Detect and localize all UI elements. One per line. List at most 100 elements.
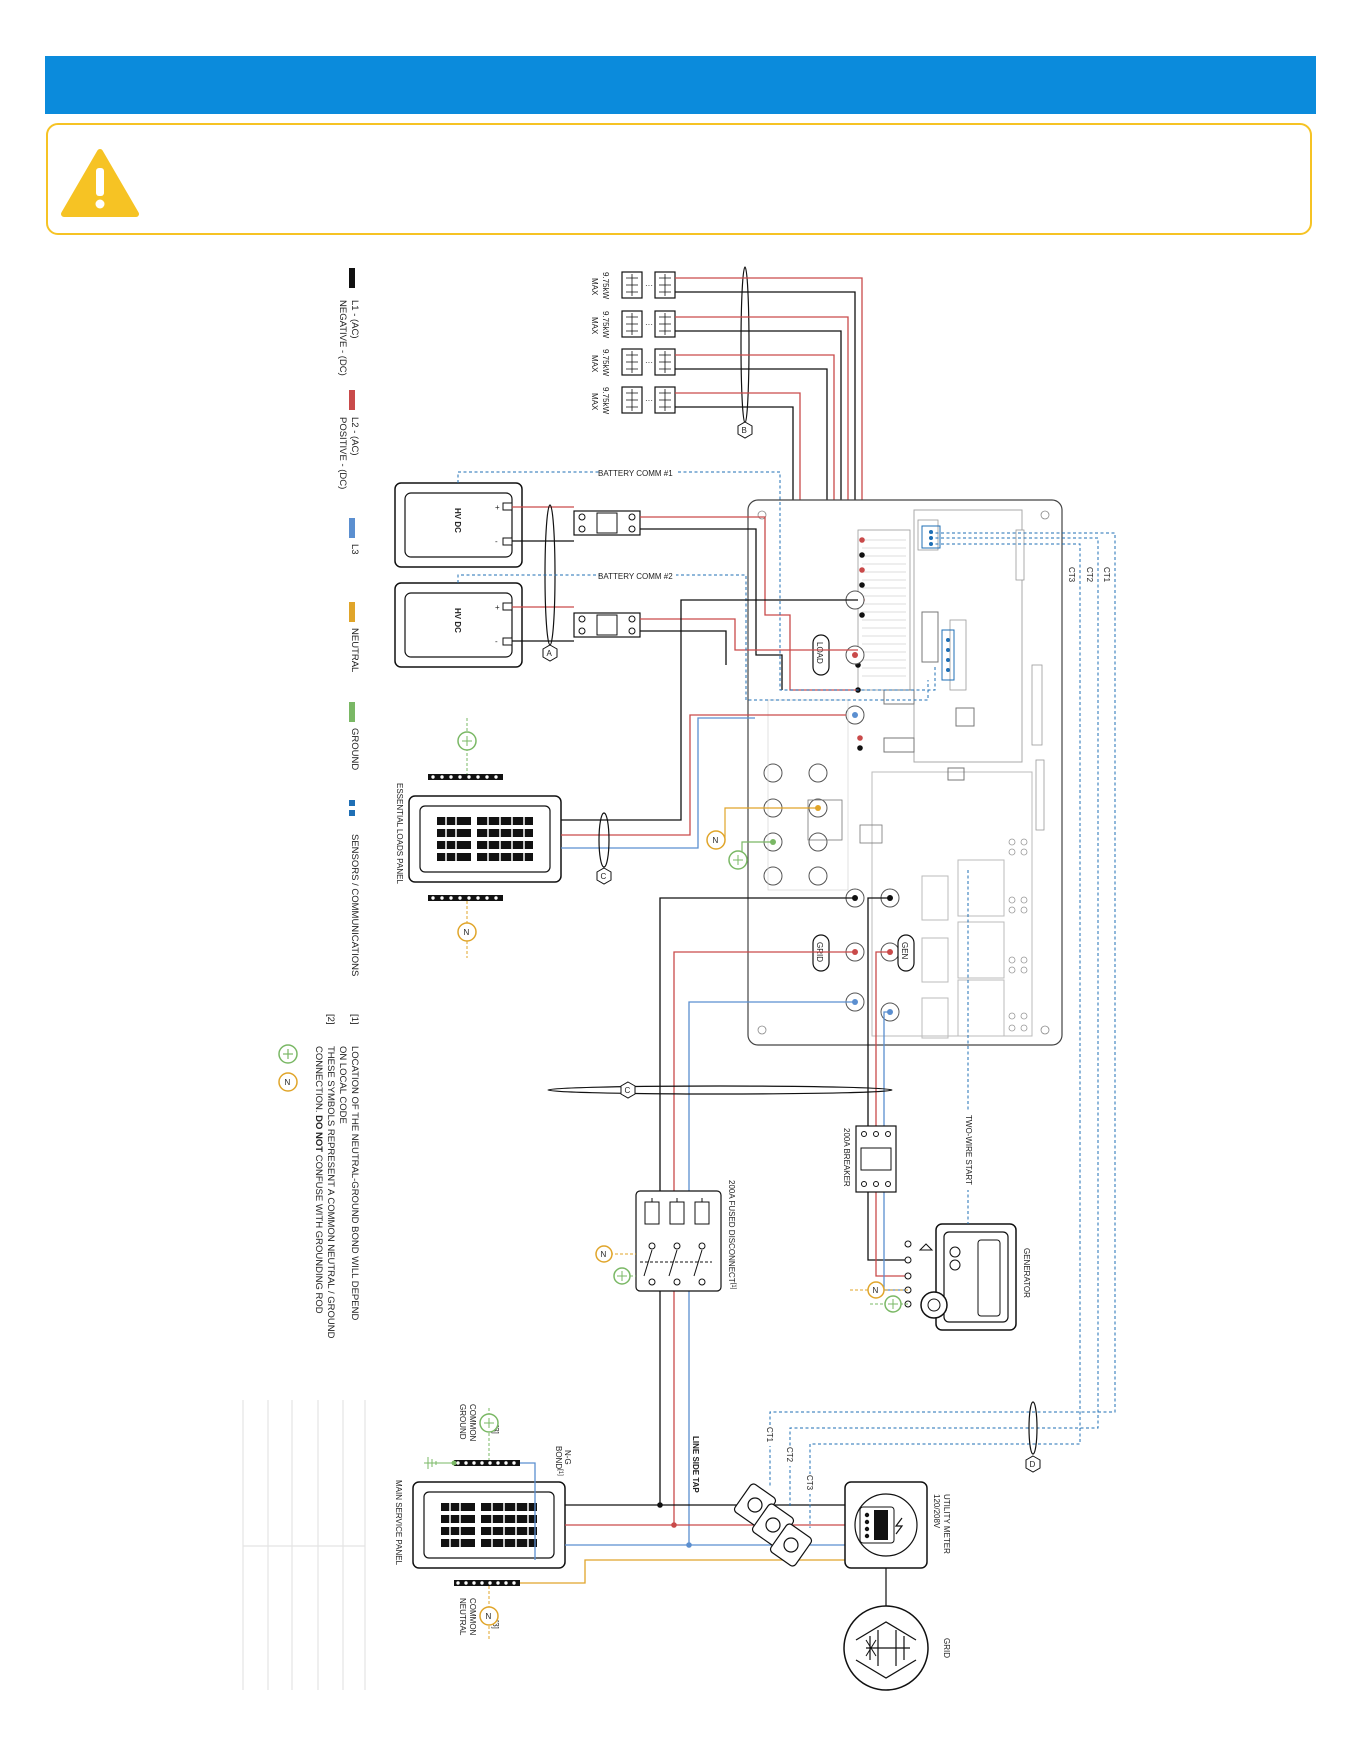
common-ground-label: COMMON: [468, 1404, 477, 1442]
svg-text:GEN: GEN: [900, 942, 909, 960]
svg-text:N: N: [601, 1250, 607, 1259]
main-service-label: MAIN SERVICE PANEL: [394, 1480, 403, 1566]
pv-array-2-label: 9.75kW: [601, 311, 610, 339]
generator: GENERATOR: [904, 1223, 1031, 1331]
gen-tag: GEN: [897, 934, 915, 972]
note-2-number: [2]: [325, 1014, 336, 1025]
notes: [1] LOCATION OF THE NEUTRAL-GROUND BOND …: [242, 1014, 366, 1690]
legend-l2-swatch: [349, 390, 355, 410]
note-1-number: [1]: [349, 1014, 360, 1025]
ct1-label: CT1: [765, 1427, 774, 1443]
legend-l2-sub: POSITIVE - (DC): [337, 417, 348, 489]
pv-array-4-sub: MAX: [590, 393, 599, 411]
ct2-label-top: CT2: [1085, 567, 1094, 583]
legend-ground-swatch: [349, 702, 355, 722]
legend-neutral-swatch: [349, 602, 355, 622]
svg-text:···: ···: [645, 358, 653, 367]
pv-array-3-sub: MAX: [590, 355, 599, 373]
load-tag: LOAD: [812, 634, 830, 676]
svg-text:B: B: [742, 426, 747, 435]
svg-text:A: A: [547, 649, 553, 658]
warning-icon: [61, 149, 139, 217]
legend-ground: GROUND: [349, 728, 360, 770]
svg-text:[3]: [3]: [491, 1620, 500, 1629]
line-side-tap-label: LINE SIDE TAP: [691, 1436, 700, 1493]
svg-text:N: N: [486, 1612, 492, 1621]
inverter: [747, 499, 1063, 1046]
marker-c-1: [596, 867, 612, 885]
pv-array-4: ··· 9.75kW MAX: [590, 386, 676, 415]
ct-clamps: [733, 1483, 813, 1567]
svg-text:NEUTRAL: NEUTRAL: [458, 1598, 467, 1636]
common-neutral-label: COMMON: [468, 1598, 477, 1636]
pv-array-2: ··· 9.75kW MAX: [590, 310, 676, 339]
legend-neutral: NEUTRAL: [349, 628, 360, 672]
battery-comm-2-label: BATTERY COMM #2: [598, 572, 673, 581]
battery-2-label: HV DC: [453, 608, 462, 633]
utility-meter: UTILITY METER 120/208V: [844, 1481, 951, 1569]
battery-1: + - HV DC: [394, 482, 523, 568]
battery-1-disconnect: [573, 510, 641, 536]
battery-2: + - HV DC: [394, 582, 523, 668]
grid-tag: GRID: [812, 934, 830, 972]
pv-array-1-sub: MAX: [590, 278, 599, 296]
legend-l3: L3: [349, 544, 360, 555]
note-2-line1: THESE SYMBOLS REPRESENT A COMMON NEUTRAL…: [325, 1046, 336, 1339]
svg-text:GROUND: GROUND: [458, 1404, 467, 1440]
battery-2-disconnect: [573, 612, 641, 638]
two-wire-start-label: TWO-WIRE START: [964, 1115, 973, 1185]
svg-text:D: D: [1030, 1460, 1036, 1469]
note-2-line2: CONNECTION. DO NOT CONFUSE WITH GROUNDIN…: [313, 1046, 324, 1314]
svg-text:···: ···: [645, 281, 653, 290]
note-1-line2: ON LOCAL CODE: [337, 1046, 348, 1124]
battery-1-label: HV DC: [453, 508, 462, 533]
legend: L1 - (AC) NEGATIVE - (DC) L2 - (AC) POSI…: [337, 268, 360, 976]
marker-b: [737, 421, 753, 439]
legend-sensors: SENSORS / COMMUNICATIONS: [349, 834, 360, 976]
svg-text:+: +: [495, 503, 500, 512]
ng-bond-label-2: BOND[1]: [554, 1446, 563, 1476]
essential-loads-panel: ESSENTIAL LOADS PANEL N: [395, 718, 562, 958]
neutral-symbol-icon: [278, 1072, 298, 1092]
battery-comm-1-label: BATTERY COMM #1: [598, 469, 673, 478]
ct3-label: CT3: [805, 1475, 814, 1491]
ground-symbol-icon: [278, 1044, 298, 1064]
fused-disconnect: 200A FUSED DISCONNECT[1]: [635, 1180, 736, 1292]
svg-text:···: ···: [645, 396, 653, 405]
ct3-label-top: CT3: [1067, 567, 1076, 583]
warning-box: [46, 123, 1312, 235]
legend-l2: L2 - (AC): [349, 417, 360, 456]
marker-a: [542, 644, 558, 662]
svg-text:+: +: [495, 603, 500, 612]
neutral-icon: [457, 922, 477, 942]
marker-c-2: [620, 1081, 636, 1099]
legend-l1-swatch: [349, 268, 355, 288]
fused-disconnect-label: 200A FUSED DISCONNECT[1]: [727, 1180, 736, 1290]
breaker-200a-label: 200A BREAKER: [842, 1128, 851, 1187]
utility-meter-label: UTILITY METER: [942, 1494, 951, 1554]
ct1-label-top: CT1: [1102, 567, 1111, 583]
pv-array-3: ··· 9.75kW MAX: [590, 348, 676, 377]
essential-loads-label: ESSENTIAL LOADS PANEL: [395, 783, 404, 884]
svg-text:C: C: [625, 1086, 631, 1095]
generator-label: GENERATOR: [1022, 1248, 1031, 1298]
svg-text:N: N: [464, 928, 470, 937]
pv-arrays: ··· 9.75kW MAX ··· 9.75kW MAX ··· 9.75kW…: [590, 266, 753, 439]
marker-d: [1025, 1455, 1041, 1473]
header-bar: [45, 56, 1316, 114]
pv-array-4-label: 9.75kW: [601, 387, 610, 415]
svg-text:LOAD: LOAD: [815, 642, 824, 664]
svg-text:-: -: [495, 637, 498, 646]
legend-l1: L1 - (AC): [349, 300, 360, 339]
pv-array-3-label: 9.75kW: [601, 349, 610, 377]
svg-text:N: N: [873, 1286, 879, 1295]
svg-text:120/208V: 120/208V: [932, 1494, 941, 1529]
grid-label: GRID: [942, 1638, 951, 1658]
ct2-label: CT2: [785, 1447, 794, 1463]
note-1-line1: LOCATION OF THE NEUTRAL-GROUND BOND WILL…: [349, 1046, 360, 1320]
neutral-symbol-text: N: [285, 1078, 291, 1087]
legend-l1-sub: NEGATIVE - (DC): [337, 300, 348, 376]
grid-icon: GRID: [843, 1605, 951, 1691]
pv-array-1-label: 9.75kW: [601, 272, 610, 300]
